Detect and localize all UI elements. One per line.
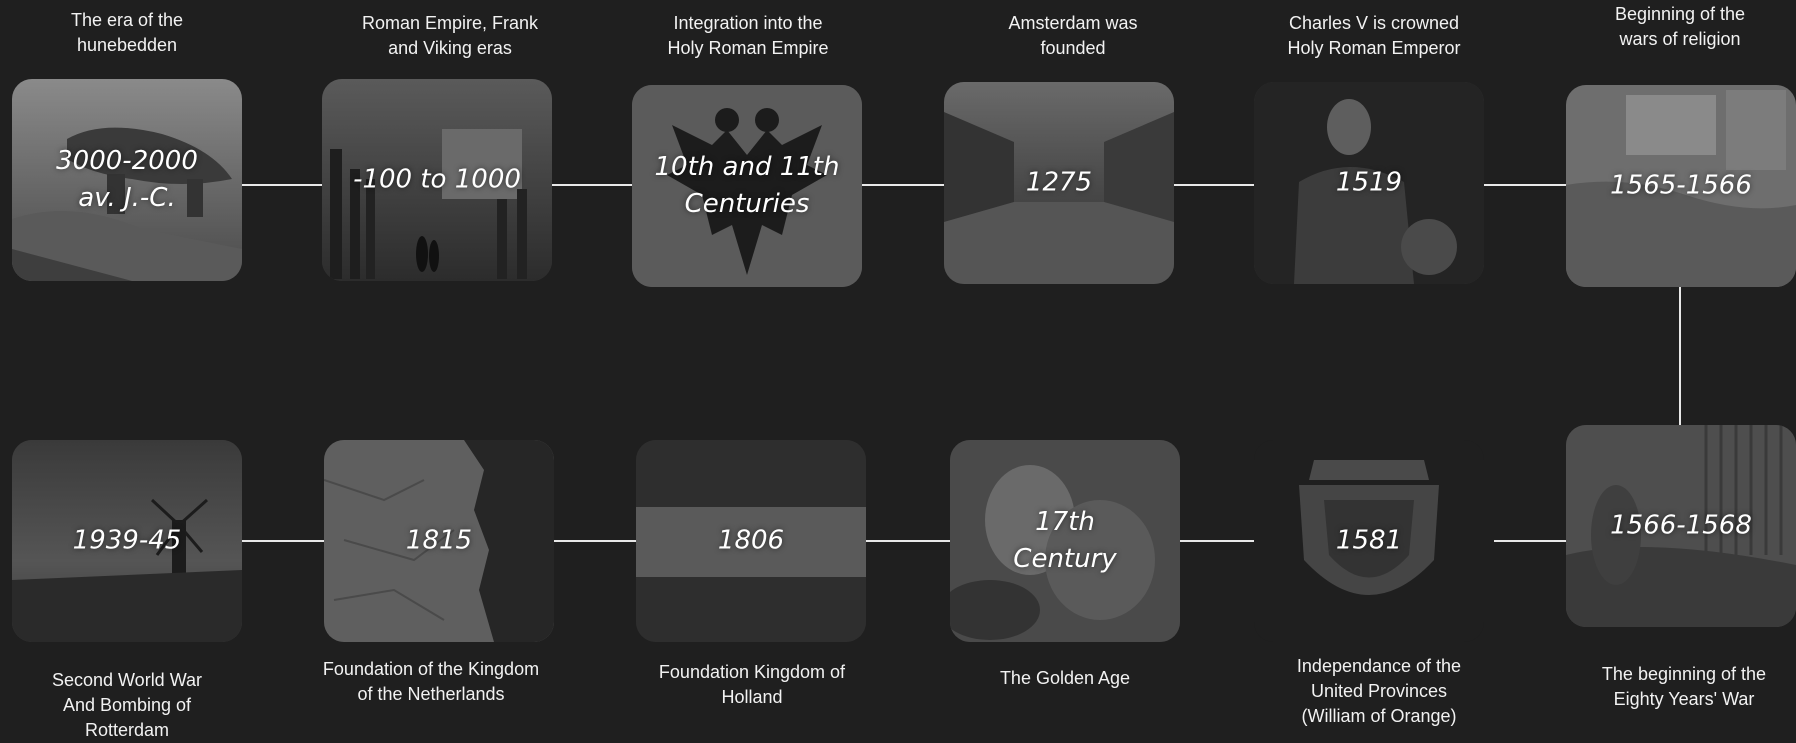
- year-eighty-years-war: 1566-1568: [1610, 510, 1752, 541]
- tile-kingdom-holland[interactable]: 1806: [636, 440, 866, 642]
- connector-line: [552, 184, 632, 186]
- caption-holy-roman-empire: Integration into the Holy Roman Empire: [667, 13, 829, 58]
- tile-roman-empire[interactable]: -100 to 1000: [322, 79, 552, 281]
- tile-charles-v[interactable]: 1519: [1254, 82, 1484, 284]
- connector-vertical-line: [1679, 287, 1681, 427]
- year-united-provinces: 1581: [1335, 525, 1403, 556]
- tile-golden-age[interactable]: 17th Century: [950, 440, 1180, 642]
- caption-wars-of-religion: Beginning of the wars of religion: [1614, 4, 1746, 49]
- year-holy-roman-empire: 10th and 11th Centuries: [654, 152, 840, 219]
- caption-charles-v: Charles V is crowned Holy Roman Emperor: [1287, 13, 1461, 58]
- battle-image: [1566, 425, 1796, 627]
- year-hunebedden: 3000-2000 av. J.-C.: [56, 146, 198, 213]
- year-charles-v: 1519: [1335, 167, 1403, 198]
- connector-line: [866, 540, 950, 542]
- tile-eighty-years-war[interactable]: 1566-1568: [1566, 425, 1796, 627]
- caption-kingdom-netherlands: Foundation of the Kingdom of the Netherl…: [322, 659, 540, 704]
- tile-kingdom-netherlands[interactable]: 1815: [324, 440, 554, 642]
- caption-hunebedden: The era of the hunebedden: [70, 10, 184, 55]
- connector-line: [1484, 184, 1566, 186]
- ruins-image: [322, 79, 552, 281]
- connector-line: [1494, 540, 1566, 542]
- painting-image: [950, 440, 1180, 642]
- tile-united-provinces[interactable]: 1581: [1254, 440, 1484, 642]
- caption-ww2: Second World War And Bombing of Rotterda…: [51, 670, 203, 740]
- double-eagle-icon: [632, 85, 862, 287]
- dolmen-image: [12, 79, 242, 281]
- year-ww2: 1939-45: [72, 525, 182, 556]
- connector-line: [554, 540, 636, 542]
- year-wars-of-religion: 1565-1566: [1610, 170, 1752, 201]
- caption-kingdom-holland: Foundation Kingdom of Holland: [658, 662, 846, 707]
- caption-united-provinces: Independance of the United Provinces (Wi…: [1296, 656, 1462, 726]
- tile-wars-of-religion[interactable]: 1565-1566: [1566, 85, 1796, 287]
- caption-golden-age: The Golden Age: [999, 668, 1131, 688]
- connector-line: [862, 184, 944, 186]
- portrait-image: [1254, 82, 1484, 284]
- tile-holy-roman-empire[interactable]: 10th and 11th Centuries: [632, 85, 862, 287]
- tile-ww2[interactable]: 1939-45: [12, 440, 242, 642]
- connector-line: [242, 184, 322, 186]
- massacre-image: [1566, 85, 1796, 287]
- connector-line: [1174, 184, 1254, 186]
- connector-line: [1180, 540, 1254, 542]
- year-golden-age: 17th Century: [1013, 507, 1117, 574]
- year-kingdom-netherlands: 1815: [405, 525, 473, 556]
- year-roman-empire: -100 to 1000: [353, 164, 521, 195]
- windmills-image: [12, 440, 242, 642]
- tile-amsterdam[interactable]: 1275: [944, 82, 1174, 284]
- year-amsterdam: 1275: [1025, 167, 1093, 198]
- connector-line: [242, 540, 324, 542]
- caption-roman-empire: Roman Empire, Frank and Viking eras: [361, 13, 539, 58]
- caption-amsterdam: Amsterdam was founded: [1008, 13, 1138, 58]
- flag-image: [636, 440, 866, 642]
- map-image: [324, 440, 554, 642]
- tile-hunebedden[interactable]: 3000-2000 av. J.-C.: [12, 79, 242, 281]
- caption-eighty-years-war: The beginning of the Eighty Years' War: [1601, 664, 1767, 709]
- coat-of-arms-icon: [1254, 440, 1484, 642]
- canal-image: [944, 82, 1174, 284]
- year-kingdom-holland: 1806: [717, 525, 785, 556]
